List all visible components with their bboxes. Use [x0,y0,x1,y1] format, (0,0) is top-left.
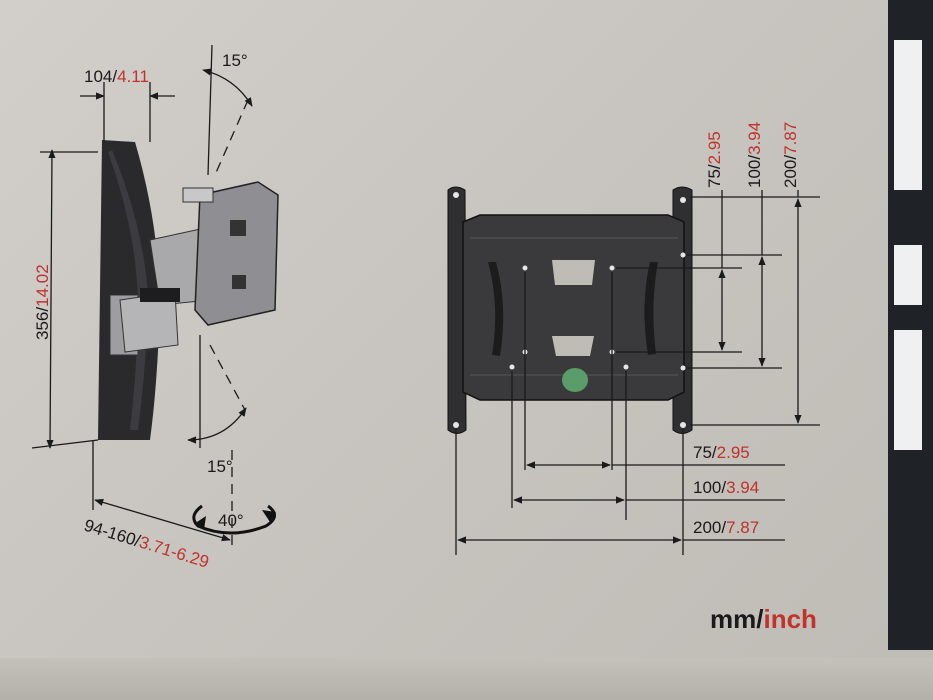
vertical-dimension-lines [616,190,820,426]
front-view: 75/2.95 100/3.94 200/7.87 75/2.95 100/3.… [447,122,820,555]
depth-range-label: 94-160/3.71-6.29 [82,516,211,572]
left-rail [447,186,467,434]
bracket-slot [230,220,246,236]
box-edge-print [894,245,922,305]
tilt-bottom-dashed [209,344,246,411]
mount-hole [453,422,459,428]
plate-cutout-top [552,260,595,285]
tv-bracket [194,181,279,326]
mount-hole [680,197,686,203]
box-edge-print [894,40,922,190]
unit-legend: mm/inch [710,604,817,634]
mount-hole [680,252,686,258]
mount-hole [509,364,515,370]
tilt-bottom-label: 15° [207,457,233,476]
mount-hole [680,365,686,371]
box-fold-band [0,658,933,700]
plate-cutout-bottom [552,336,594,356]
tilt-top-arc [202,68,253,107]
plate-slot-right [644,262,658,355]
mount-hole [623,364,629,370]
mount-hole [609,265,615,271]
height-extension-bottom [31,439,99,449]
height-arrow [46,149,56,449]
mount-holes [453,192,686,428]
horizontal-label-75: 75/2.95 [693,443,750,462]
tilt-top-label: 15° [222,51,248,70]
vertical-label-75: 75/2.95 [705,131,724,188]
tilt-bottom-arc [187,407,247,444]
depth-range-arrow [94,498,231,542]
height-label: 356/14.02 [33,264,52,340]
mount-hole [453,192,459,198]
bracket-clip [182,187,214,203]
box-edge-print [894,330,922,450]
mount-hole [680,422,686,428]
vertical-label-200: 200/7.87 [781,122,800,188]
swivel-label: 40° [218,511,244,530]
horizontal-label-100: 100/3.94 [693,478,759,497]
tilt-top-axis [207,44,213,176]
mount-plate [462,214,685,401]
bracket-slot [232,275,246,289]
horizontal-dimension-lines [455,272,785,555]
swivel-arrowhead-right [262,510,276,522]
green-bubble-level [562,368,588,392]
side-view: 104/4.11 356/14.02 15° 15° 40° 94-160/3.… [31,44,279,572]
depth-top-label: 104/4.11 [84,67,149,86]
horizontal-label-200: 200/7.87 [693,518,759,537]
box-edge-strip [888,0,933,650]
tv-side-shine [108,150,148,430]
tilt-top-dashed [214,99,249,176]
plate-slot-left [488,262,504,356]
vertical-label-100: 100/3.94 [745,122,764,188]
mount-hole [522,265,528,271]
arm-joint [140,288,180,302]
